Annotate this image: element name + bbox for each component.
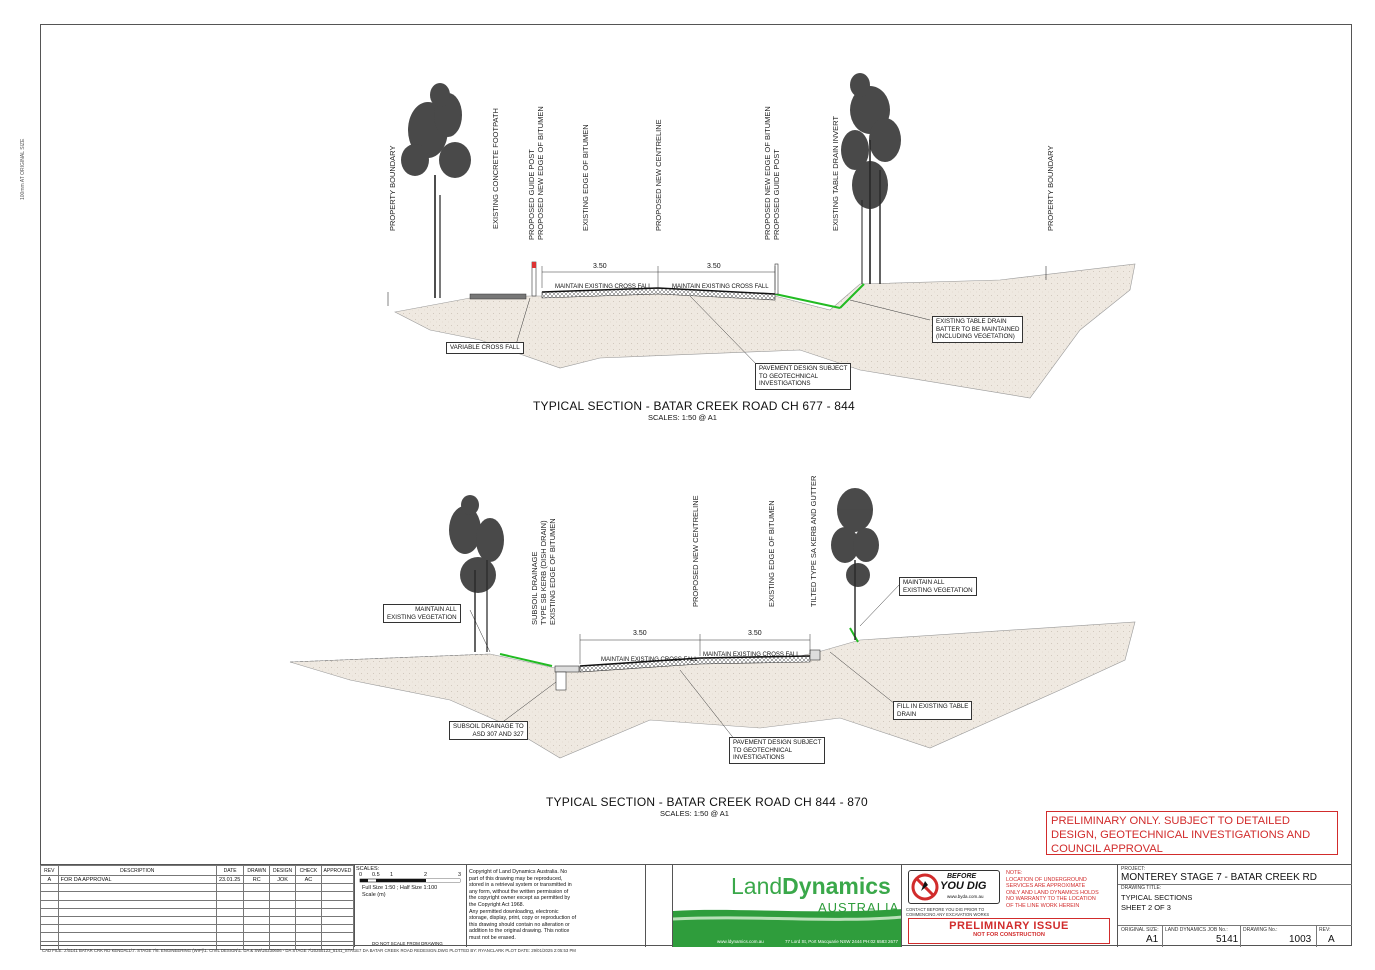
no-dig-icon: [911, 873, 939, 901]
dim-right-2: 3.50: [748, 630, 762, 637]
preliminary-note: PRELIMINARY ONLY. SUBJECT TO DETAILED DE…: [1046, 811, 1338, 855]
description-header: DESCRIPTION: [57, 865, 217, 876]
cross-fall-left-2: MAINTAIN EXISTING CROSS FALL: [601, 657, 698, 663]
project-name: MONTEREY STAGE 7 - BATAR CREEK RD: [1121, 872, 1317, 883]
label-property-boundary-right: PROPERTY BOUNDARY: [1046, 145, 1055, 231]
section1-title: TYPICAL SECTION - BATAR CREEK ROAD CH 67…: [533, 399, 855, 413]
logo-land: Land: [731, 873, 783, 899]
before-you-dig-block: BEFORE YOU DIG www.byda.com.au CONTACT B…: [902, 865, 1118, 947]
dim-left: 3.50: [593, 263, 607, 270]
callout-variable-cross-fall: VARIABLE CROSS FALL: [446, 342, 524, 354]
logo-australia: AUSTRALIA: [818, 900, 900, 915]
label-new-centreline-2: PROPOSED NEW CENTRELINE: [691, 495, 700, 607]
byda-logo: BEFORE YOU DIG www.byda.com.au: [908, 870, 1000, 904]
dim-left-2: 3.50: [633, 630, 647, 637]
title-block: REV DESCRIPTION DATE DRAWN DESIGN CHECK …: [40, 864, 1352, 950]
date-header: DATE: [215, 865, 245, 876]
table-row: A FOR DA APPROVAL 23.01.25 RC JOK AC: [40, 874, 355, 885]
section1-scale: SCALES: 1:50 @ A1: [648, 413, 717, 422]
rev-header: REV: [40, 865, 59, 876]
logo-address: 77 Lord St, Port Macquarie NSW 2444: [785, 939, 862, 944]
scales-block: SCALES: 0 0.5 1 2 3 Full Size 1:50 ; Hal…: [354, 865, 467, 947]
cross-fall-right-2: MAINTAIN EXISTING CROSS FALL: [703, 652, 800, 658]
copyright-notice: Copyright of Land Dynamics Australia. No…: [466, 865, 646, 947]
logo-dynamics: Dynamics: [782, 873, 891, 899]
original-size: A1: [1146, 934, 1159, 945]
logo-website: www.ldynamics.com.au: [717, 939, 764, 944]
sheet-number: SHEET 2 OF 3: [1121, 903, 1171, 912]
check-header: CHECK: [295, 865, 322, 876]
section2-ground: [289, 621, 1136, 759]
cross-fall-right: MAINTAIN EXISTING CROSS FALL: [672, 284, 769, 290]
label-tilted-kerb: TILTED TYPE SA KERB AND GUTTER: [809, 475, 818, 607]
project-block: PROJECT: MONTEREY STAGE 7 - BATAR CREEK …: [1118, 865, 1352, 947]
drawing-title: TYPICAL SECTIONS: [1121, 893, 1193, 902]
label-concrete-footpath: EXISTING CONCRETE FOOTPATH: [491, 108, 500, 229]
design-header: DESIGN: [269, 865, 296, 876]
label-new-centreline: PROPOSED NEW CENTRELINE: [654, 119, 663, 231]
underground-note: NOTE: LOCATION OF UNDERGROUND SERVICES A…: [1006, 870, 1099, 909]
section2-scale: SCALES: 1:50 @ A1: [660, 809, 729, 818]
label-table-drain-invert: EXISTING TABLE DRAIN INVERT: [831, 115, 840, 231]
section2-title: TYPICAL SECTION - BATAR CREEK ROAD CH 84…: [546, 795, 868, 809]
section1-footpath: [469, 293, 527, 300]
label-existing-edge-bitumen-2: EXISTING EDGE OF BITUMEN: [767, 500, 776, 607]
scale-bar: [359, 878, 461, 883]
label-existing-edge-bitumen: EXISTING EDGE OF BITUMEN: [581, 124, 590, 231]
revision-table: REV DESCRIPTION DATE DRAWN DESIGN CHECK …: [40, 865, 355, 950]
drawn-header: DRAWN: [243, 865, 271, 876]
tree-icon: [434, 175, 441, 298]
cad-file-path: CAD FILE: J:\5141 BATAR CRK RD KENDALL\7…: [42, 948, 576, 953]
revision-letter: A: [1328, 934, 1335, 945]
label-property-boundary-left: PROPERTY BOUNDARY: [388, 145, 397, 231]
preliminary-issue-stamp: PRELIMINARY ISSUE NOT FOR CONSTRUCTION: [908, 918, 1110, 944]
drawing-number: 1003: [1289, 934, 1312, 945]
approved-header: APPROVED: [320, 865, 355, 876]
job-number: 5141: [1216, 934, 1239, 945]
cross-fall-left: MAINTAIN EXISTING CROSS FALL: [555, 284, 652, 290]
logo-phone: PH:02 6583 2677: [863, 939, 899, 944]
land-dynamics-logo: LandDynamics AUSTRALIA www.ldynamics.com…: [672, 865, 902, 947]
dim-right: 3.50: [707, 263, 721, 270]
